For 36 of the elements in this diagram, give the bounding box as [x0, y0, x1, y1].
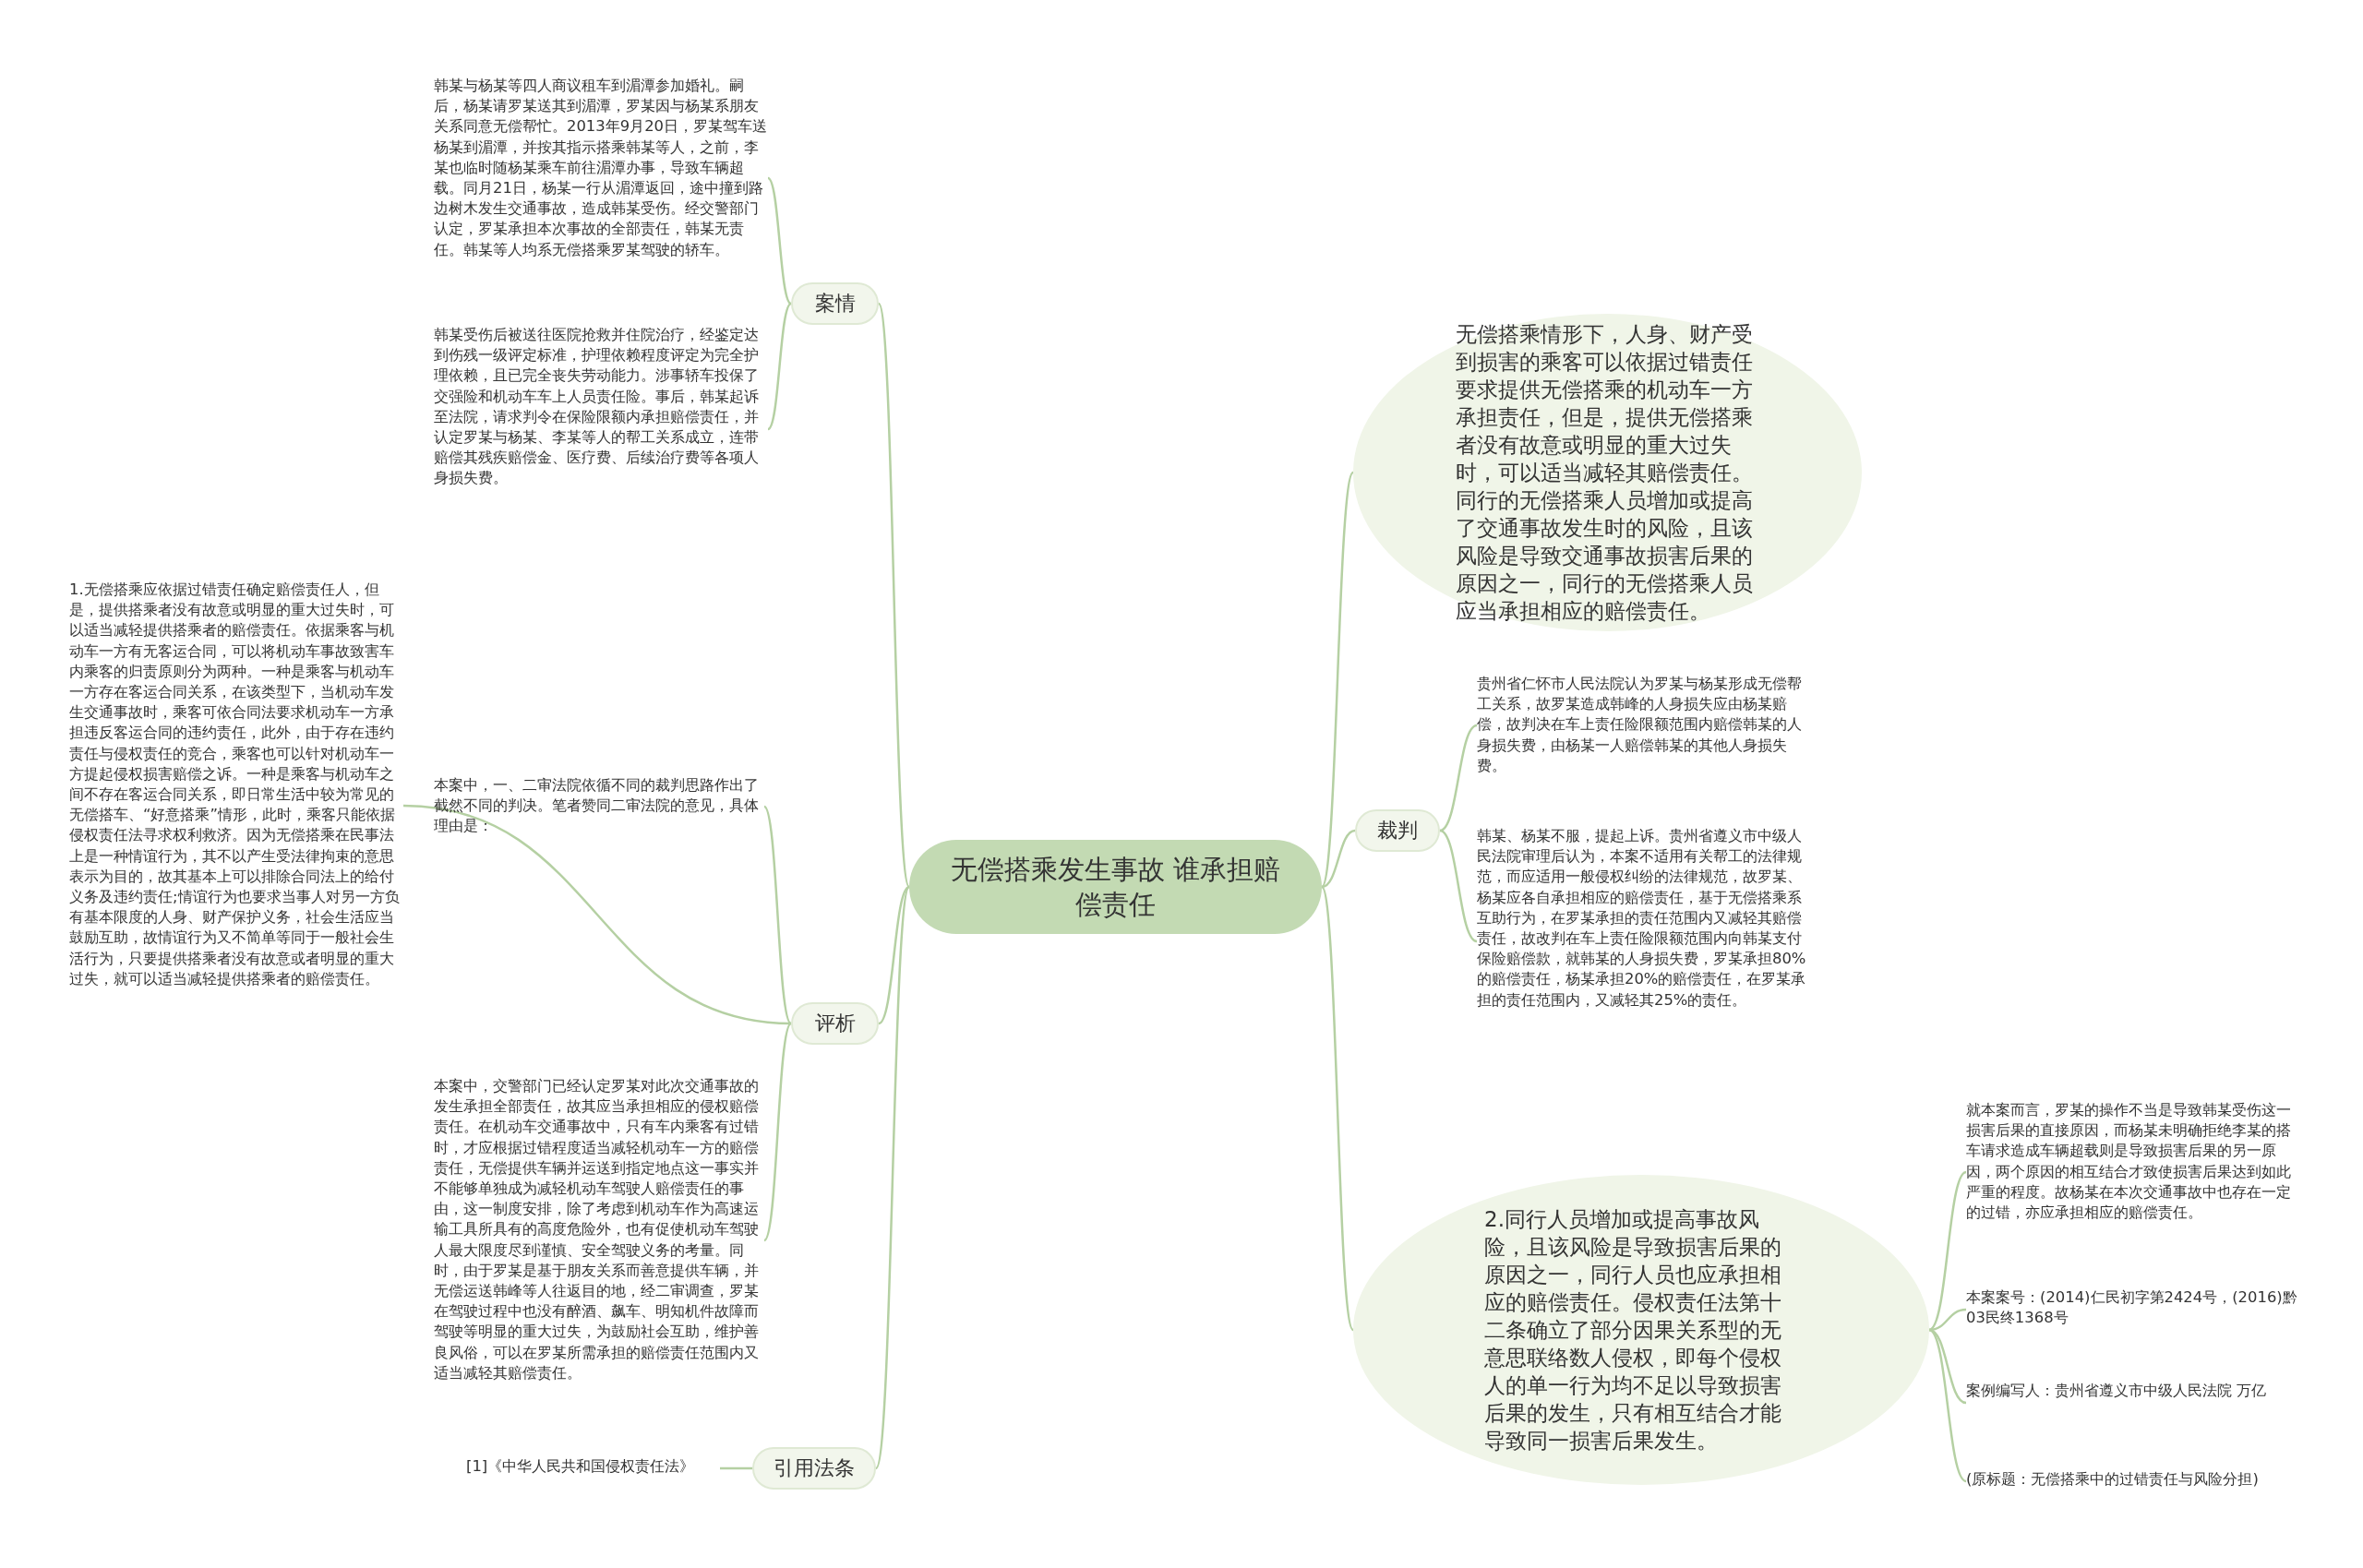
- connector-line: [402, 804, 792, 1025]
- note-text: 本案案号：(2014)仁民初字第2424号，(2016)黔03民终1368号: [1966, 1287, 2300, 1332]
- connector-line: [877, 303, 911, 888]
- note-text: 就本案而言，罗某的操作不当是导致韩某受伤这一损害后果的直接原因，而杨某未明确拒绝李某的搭车请求造成车辆超载则是导致损害后果的另一原因，两个原因的相互结合才致使损害后果达到如此严重的程度。故杨某在本次交通事故中也存在一定的过错，亦应承担相应的赔偿责任。: [1966, 1100, 2300, 1244]
- note-text: 贵州省仁怀市人民法院认为罗某与杨某形成无偿帮工关系，故罗某造成韩峰的人身损失应由杨某赔偿，故判决在车上责任险限额范围内赔偿韩某的人身损失费，由杨某一人赔偿韩某的其他人身损失费。: [1477, 674, 1811, 777]
- connector-line: [1439, 829, 1478, 943]
- note-text: 案例编写人：贵州省遵义市中级人民法院 万亿: [1966, 1381, 2300, 1425]
- note-text: 韩某受伤后被送往医院抢救并住院治疗，经鉴定达到伤残一级评定标准，护理依赖程度评定为完全护理依赖，且已完全丧失劳动能力。涉事轿车投保了交强险和机动车车上人员责任险。事后，韩某起诉至法院，请求判令在保险限额内承担赔偿责任，并认定罗某与杨某、李某等人的帮工关系成立，连带赔偿其残疾赔偿金、医疗费、后续治疗费等各项人身损失费。: [434, 325, 768, 533]
- topic-ellipse: 无偿搭乘情形下，人身、财产受到损害的乘客可以依据过错责任要求提供无偿搭乘的机动车一方承担责任，但是，提供无偿搭乘者没有故意或明显的重大过失时，可以适当减轻其赔偿责任。同行的无偿搭乘人员增加或提高了交通事故发生时的风险，且该风险是导致交通事故损害后果的原因之一，同行的无偿搭乘人员应当承担相应的赔偿责任。: [1353, 314, 1862, 631]
- note-text: 本案中，交警部门已经认定罗某对此次交通事故的发生承担全部责任，故其应当承担相应的侵权赔偿责任。在机动车交通事故中，只有车内乘客有过错时，才应根据过错程度适当减轻机动车一方的赔偿责任，无偿提供车辆并运送到指定地点这一事实并不能够单独成为减轻机动车驾驶人赔偿责任的事由，这一制度安排，除了考虑到机动车作为高速运输工具所具有的高度危险外，也有促使机动车驾驶人最大限度尽到谨慎、安全驾驶义务的考量。同时，由于罗某是基于朋友关系而善意提供车辆，并无偿运送韩峰等人往返目的地，经二审调查，罗某在驾驶过程中也没有醉酒、飙车、明知机件故障而驾驶等明显的重大过失，为鼓励社会互助，维护善良风俗，可以在罗某所需承担的赔偿责任范围内又适当减轻其赔偿责任。: [434, 1076, 764, 1405]
- connector-line: [763, 1023, 792, 1241]
- connector-line: [1321, 829, 1356, 889]
- connector-line: [1320, 472, 1355, 888]
- topic-ellipse: 2.同行人员增加或提高事故风险，且该风险是导致损害后果的原因之一，同行人员也应承担相应的赔偿责任。侵权责任法第十二条确立了部分因果关系型的无意思联络数人侵权，即每个侵权人的单一行为均不足以导致损害后果的发生，只有相互结合才能导致同一损害后果发生。: [1353, 1175, 1929, 1485]
- central-topic: 无偿搭乘发生事故 谁承担赔偿责任: [909, 840, 1322, 934]
- topic-pill: 评析: [791, 1002, 879, 1045]
- connector-line: [720, 1466, 752, 1470]
- connector-line: [874, 886, 911, 1469]
- note-text: [1]《中华人民共和国侵权责任法》: [466, 1456, 720, 1480]
- connector-line: [767, 303, 792, 430]
- topic-pill: 案情: [791, 282, 879, 325]
- note-text: (原标题：无偿搭乘中的过错责任与风险分担): [1966, 1469, 2300, 1493]
- connector-line: [1928, 1328, 1967, 1483]
- note-text: 韩某与杨某等四人商议租车到湄潭参加婚礼。嗣后，杨某请罗某送其到湄潭，罗某因与杨某系朋友关系同意无偿帮忙。2013年9月20日，罗某驾车送杨某到湄潭，并按其指示搭乘韩某等人，之前，李某也临时随杨某乘车前往湄潭办事，导致车辆超载。同月21日，杨某一行从湄潭返回，途中撞到路边树木发生交通事故，造成韩某受伤。经交警部门认定，罗某承担本次事故的全部责任，韩某无责任。韩某等人均系无偿搭乘罗某驾驶的轿车。: [434, 76, 768, 281]
- note-text: 本案中，一、二审法院依循不同的裁判思路作出了截然不同的判决。笔者赞同二审法院的意见，具体理由是：: [434, 775, 764, 838]
- connector-line: [767, 177, 792, 305]
- note-text: 1.无偿搭乘应依据过错责任确定赔偿责任人，但是，提供搭乘者没有故意或明显的重大过失时，可以适当减轻提供搭乘者的赔偿责任。依据乘客与机动车一方有无客运合同，可以将机动车事故致害车内乘客的归责原则分为两种。一种是乘客与机动车一方存在客运合同关系，在该类型下，当机动车发生交通事故时，乘客可依合同法要求机动车一方承担违反客运合同的违约责任，此外，由于存在违约责任与侵权责任的竞合，乘客也可以针对机动车一方提起侵权损害赔偿之诉。一种是乘客与机动车之间不存在客运合同关系，即日常生活中较为常见的无偿搭车、“好意搭乘”情形，此时，乘客只能依据侵权责任法寻求权利救济。因为无偿搭乘在民事法上是一种情谊行为，其不以产生受法律拘束的意思表示为目的，故其基本上可以排除合同法上的给付义务及违约责任;情谊行为也要求当事人对另一方负有基本限度的人身、财产保护义务，社会生活应当鼓励互助，故情谊行为又不简单等同于一般社会生活行为，只要提供搭乘者没有故意或者明显的重大过失，就可以适当减轻提供搭乘者的赔偿责任。: [69, 580, 403, 1032]
- connector-line: [763, 806, 792, 1024]
- connector-line: [1928, 1328, 1967, 1405]
- connector-line: [878, 886, 910, 1024]
- connector-line: [1320, 886, 1355, 1331]
- connector-line: [1928, 1171, 1967, 1331]
- note-text: 韩某、杨某不服，提起上诉。贵州省遵义市中级人民法院审理后认为，本案不适用有关帮工的法律规范，而应适用一般侵权纠纷的法律规范，故罗某、杨某应各自承担相应的赔偿责任，基于无偿搭乘系互助行为，在罗某承担的责任范围内又减轻其赔偿责任，故改判在车上责任险限额范围内向韩某支付保险赔偿款，就韩某的人身损失费，罗某承担80%的赔偿责任，杨某承担20%的赔偿责任，在罗某承担的责任范围内，又减轻其25%的责任。: [1477, 826, 1811, 1057]
- topic-pill: 裁判: [1355, 809, 1440, 852]
- connector-line: [1439, 724, 1478, 832]
- topic-pill: 引用法条: [752, 1447, 876, 1490]
